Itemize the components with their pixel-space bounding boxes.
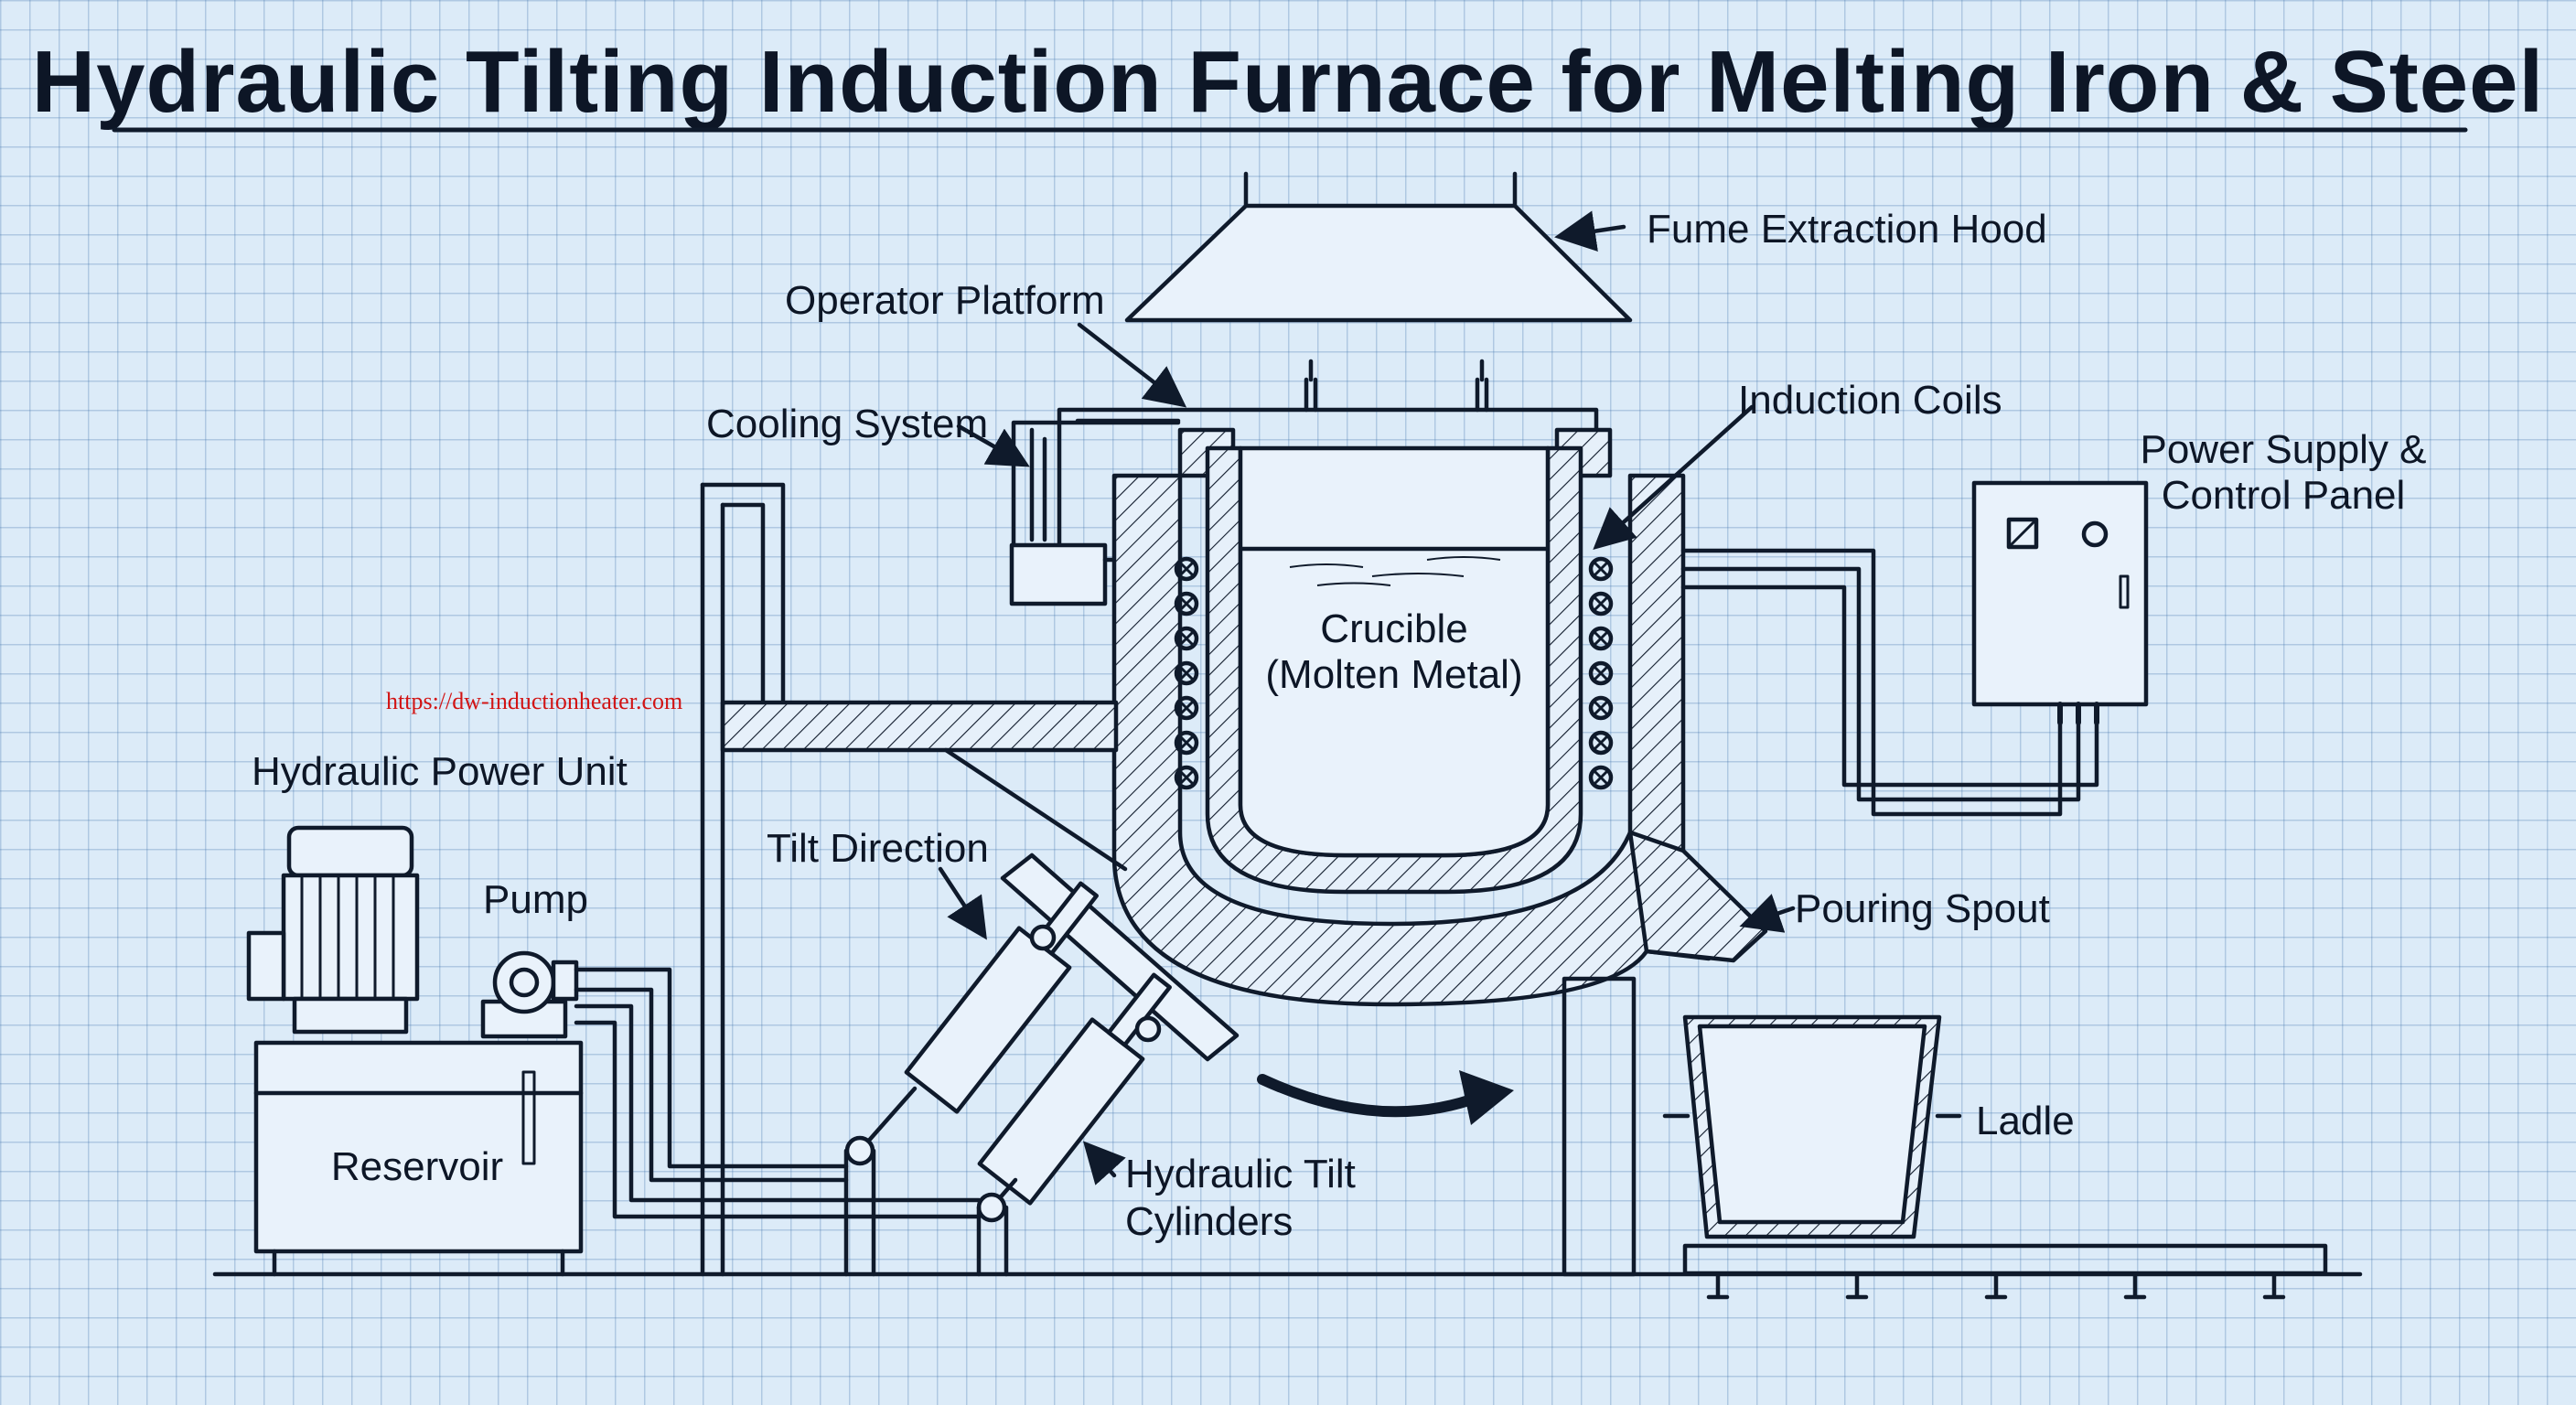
ladle bbox=[1662, 1014, 2328, 1300]
operator-platform bbox=[1011, 359, 1599, 548]
diagram-title: Hydraulic Tilting Induction Furnace for … bbox=[32, 33, 2544, 131]
furnace-body bbox=[1111, 427, 1768, 1277]
hydraulic-lines bbox=[574, 967, 982, 1219]
pouring-spout-label: Pouring Spout bbox=[1795, 886, 2050, 931]
crucible-label-line1: Crucible bbox=[1320, 606, 1467, 651]
coil-left-column bbox=[1174, 556, 1199, 790]
spout-leader bbox=[1739, 894, 1796, 933]
fume-extraction-hood bbox=[1124, 171, 1633, 323]
support-frame bbox=[700, 482, 1128, 1277]
platform-leader bbox=[1077, 322, 1187, 408]
cooling-system bbox=[1009, 427, 1123, 606]
hydraulic-power-unit bbox=[246, 825, 584, 1277]
cooling-system-label: Cooling System bbox=[706, 402, 988, 446]
induction-coils-label: Induction Coils bbox=[1738, 378, 2002, 423]
reservoir-label: Reservoir bbox=[331, 1144, 503, 1189]
cooling-leader bbox=[956, 424, 1030, 467]
tilt-direction-leader bbox=[938, 866, 987, 940]
control-panel bbox=[1680, 480, 2149, 817]
tilt-direction-label: Tilt Direction bbox=[767, 826, 989, 871]
coil-right-column bbox=[1588, 556, 1614, 790]
pump-label: Pump bbox=[483, 877, 588, 922]
crucible-label-line2: (Molten Metal) bbox=[1265, 652, 1522, 697]
hood-leader bbox=[1554, 210, 1626, 252]
tilt-direction-arrow bbox=[1257, 1070, 1514, 1125]
operator-platform-label: Operator Platform bbox=[785, 278, 1105, 323]
cylinders-label-line2: Cylinders bbox=[1125, 1199, 1293, 1244]
ladle-label: Ladle bbox=[1976, 1099, 2075, 1143]
hydraulic-tilt-cylinders bbox=[843, 853, 1240, 1277]
cylinders-label-line1: Hydraulic Tilt bbox=[1125, 1152, 1356, 1196]
hydraulic-power-unit-label: Hydraulic Power Unit bbox=[252, 749, 628, 794]
coils-leader bbox=[1593, 404, 1755, 551]
watermark-url: https://dw-inductionheater.com bbox=[386, 688, 682, 714]
power-supply-label-line2: Control Panel bbox=[2162, 473, 2406, 518]
fume-hood-label: Fume Extraction Hood bbox=[1647, 207, 2047, 252]
power-supply-label-line1: Power Supply & bbox=[2140, 427, 2426, 472]
induction-coils bbox=[1174, 556, 1614, 790]
cylinders-leader bbox=[1082, 1141, 1126, 1185]
